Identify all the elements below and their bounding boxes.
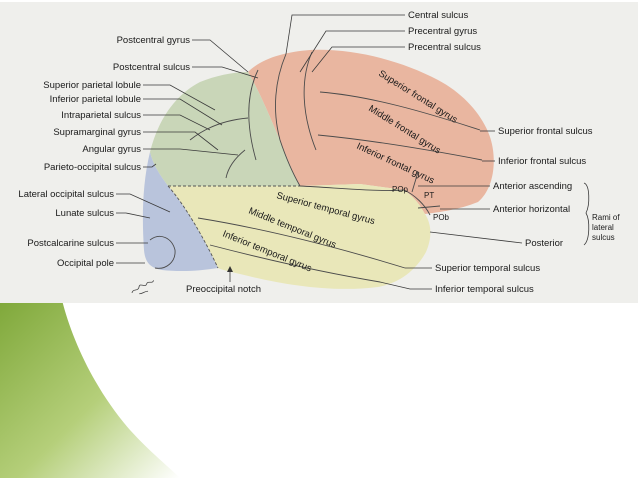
superior-temporal-sulcus-line — [197, 217, 406, 269]
anterior-ascending-ramus — [411, 171, 419, 193]
label-pt: PT — [424, 191, 434, 200]
label-rami-line-3: sulcus — [592, 233, 615, 242]
label-postcalcarine-sulcus: Postcalcarine sulcus — [27, 238, 114, 249]
label-precentral-sulcus: Precentral sulcus — [408, 42, 481, 53]
angular-sulcus-line — [225, 149, 246, 179]
brain-lateral-surface-diagram: Postcentral gyrus Postcentral sulcus Sup… — [0, 0, 638, 303]
label-superior-temporal-sulcus: Superior temporal sulcus — [435, 263, 540, 274]
label-anterior-horizontal: Anterior horizontal — [493, 204, 570, 215]
label-occipital-pole: Occipital pole — [57, 258, 114, 269]
parietal-lobe — [150, 72, 300, 186]
label-rami-line-1: Rami of — [592, 213, 620, 222]
lateral-sulcus-line — [299, 185, 431, 216]
artist-signature — [131, 280, 154, 295]
postcentral-sulcus-line — [248, 69, 259, 161]
label-preoccipital-notch: Preoccipital notch — [186, 284, 261, 295]
central-sulcus-line — [275, 53, 301, 187]
label-posterior: Posterior — [525, 238, 563, 249]
label-inferior-frontal-sulcus: Inferior frontal sulcus — [498, 156, 586, 167]
right-leader-lines — [418, 130, 590, 246]
label-superior-frontal-sulcus: Superior frontal sulcus — [498, 126, 593, 137]
inferior-frontal-sulcus-line — [317, 134, 483, 161]
superior-frontal-sulcus-line — [319, 91, 481, 131]
occipital-boundary — [167, 185, 219, 269]
postcalcarine-sulcus-line — [149, 236, 176, 269]
figure-top-strip — [0, 0, 638, 2]
occipital-lobe — [142, 152, 218, 272]
label-superior-parietal-lobule: Superior parietal lobule — [43, 80, 141, 91]
label-lateral-occipital-sulcus: Lateral occipital sulcus — [18, 189, 114, 200]
bottom-leader-lines — [227, 266, 432, 290]
inferior-temporal-sulcus-line — [209, 244, 381, 283]
label-inferior-parietal-lobule: Inferior parietal lobule — [50, 94, 141, 105]
label-precentral-gyrus: Precentral gyrus — [408, 26, 477, 37]
label-inferior-temporal-sulcus: Inferior temporal sulcus — [435, 284, 534, 295]
left-leader-lines — [116, 39, 259, 264]
label-parieto-occipital-sulcus: Parieto-occipital sulcus — [44, 162, 141, 173]
label-supramarginal-gyrus: Supramarginal gyrus — [53, 127, 141, 138]
temporal-lobe — [168, 184, 431, 289]
frontal-lobe — [248, 49, 494, 214]
label-intraparietal-sulcus: Intraparietal sulcus — [61, 110, 141, 121]
label-anterior-ascending: Anterior ascending — [493, 181, 572, 192]
label-central-sulcus: Central sulcus — [408, 10, 468, 21]
intraparietal-sulcus-line — [189, 117, 249, 141]
label-postcentral-gyrus: Postcentral gyrus — [117, 35, 191, 46]
top-leader-lines — [285, 14, 405, 73]
label-lunate-sulcus: Lunate sulcus — [55, 208, 114, 219]
label-postcentral-sulcus: Postcentral sulcus — [113, 62, 190, 73]
anterior-horizontal-ramus — [417, 205, 441, 209]
label-angular-gyrus: Angular gyrus — [82, 144, 141, 155]
label-pob: POb — [433, 213, 450, 222]
label-pop: POp — [392, 185, 409, 194]
precentral-sulcus-line — [303, 51, 317, 151]
label-rami-line-2: lateral — [592, 223, 614, 232]
